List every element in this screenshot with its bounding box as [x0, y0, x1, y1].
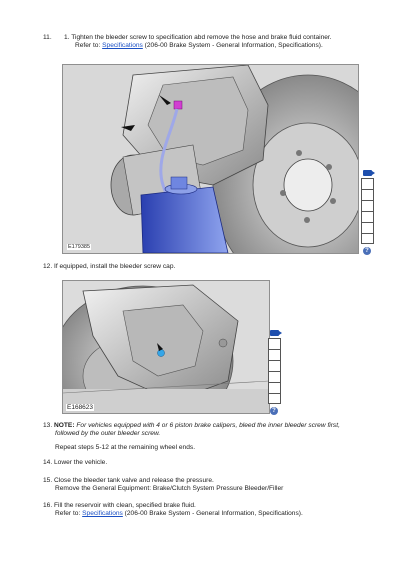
step-13-repeat: Repeat steps 5-12 at the remaining wheel…	[55, 444, 196, 451]
step-16: 16. Fill the reservoir with clean, speci…	[43, 502, 196, 511]
step-11-instruction: 1. Tighten the bleeder screw to specific…	[64, 34, 332, 43]
step-16-reference: Refer to: Specifications (206-00 Brake S…	[55, 510, 303, 519]
figure-2-id: E168623	[66, 404, 95, 411]
step-16-text: Fill the reservoir with clean, specified…	[54, 502, 196, 509]
figure-2-toolbar[interactable]: ?	[268, 330, 282, 415]
toolbar-1-cell[interactable]	[361, 200, 374, 211]
step-12-text: If equipped, install the bleeder screw c…	[54, 263, 176, 270]
step-12: 12. If equipped, install the bleeder scr…	[43, 263, 175, 272]
toolbar-2-cell[interactable]	[268, 393, 281, 404]
step-14: 14. Lower the vehicle.	[43, 459, 107, 468]
help-icon[interactable]: ?	[363, 247, 371, 255]
figure-1-illustration	[63, 65, 358, 253]
step-14-number: 14.	[43, 459, 53, 466]
figure-1-toolbar[interactable]: ?	[361, 170, 375, 255]
toolbar-2-cell[interactable]	[268, 338, 281, 349]
figure-bleeder-screw-cap: E168623	[62, 280, 270, 414]
toolbar-1-cell[interactable]	[361, 189, 374, 200]
figure-1-id: E179385	[67, 244, 92, 250]
step-11-ref-suffix: (206-00 Brake System - General Informati…	[144, 42, 323, 49]
step-13-note-label: NOTE:	[54, 422, 75, 429]
toolbar-1-cell[interactable]	[361, 211, 374, 222]
toolbar-1-cell[interactable]	[361, 233, 374, 244]
toolbar-1-cell[interactable]	[361, 178, 374, 189]
step-13-note: 13. NOTE: For vehicles equipped with 4 o…	[43, 422, 340, 431]
step-15-equipment: Remove the General Equipment: Brake/Clut…	[55, 485, 284, 492]
camera-icon[interactable]	[363, 170, 375, 176]
step-15: 15. Close the bleeder tank valve and rel…	[43, 477, 214, 486]
step-16-ref-suffix: (206-00 Brake System - General Informati…	[124, 510, 303, 517]
step-15-text: Close the bleeder tank valve and release…	[54, 477, 214, 484]
step-11-ref-prefix: Refer to:	[75, 42, 101, 49]
step-13-note-text-1: For vehicles equipped with 4 or 6 piston…	[76, 422, 340, 429]
step-13-note-continued: followed by the outer bleeder screw.	[55, 430, 160, 439]
toolbar-2-cell[interactable]	[268, 371, 281, 382]
toolbar-2-cell[interactable]	[268, 360, 281, 371]
step-15-number: 15.	[43, 477, 53, 484]
step-11-sub-number: 1.	[64, 34, 70, 41]
figure-2-illustration	[63, 281, 269, 413]
help-icon[interactable]: ?	[270, 407, 278, 415]
step-13-note-text-2: followed by the outer bleeder screw.	[55, 430, 161, 437]
toolbar-2-cell[interactable]	[268, 382, 281, 393]
step-16-ref-prefix: Refer to:	[55, 510, 81, 517]
step-11-reference: Refer to: Specifications (206-00 Brake S…	[75, 42, 323, 51]
step-12-number: 12.	[43, 263, 53, 270]
camera-icon[interactable]	[270, 330, 282, 336]
step-11-number: 11.	[43, 34, 52, 41]
step-13-number: 13.	[43, 422, 53, 429]
step-14-text: Lower the vehicle.	[54, 459, 108, 466]
step-16-specifications-link[interactable]: Specifications	[82, 510, 123, 517]
figure-brake-caliper-bleeding: E179385	[62, 64, 359, 254]
step-11-text: Tighten the bleeder screw to specificati…	[71, 34, 332, 41]
step-11-specifications-link[interactable]: Specifications	[102, 42, 143, 49]
toolbar-1-cell[interactable]	[361, 222, 374, 233]
toolbar-2-cell[interactable]	[268, 349, 281, 360]
step-16-number: 16.	[43, 502, 53, 509]
